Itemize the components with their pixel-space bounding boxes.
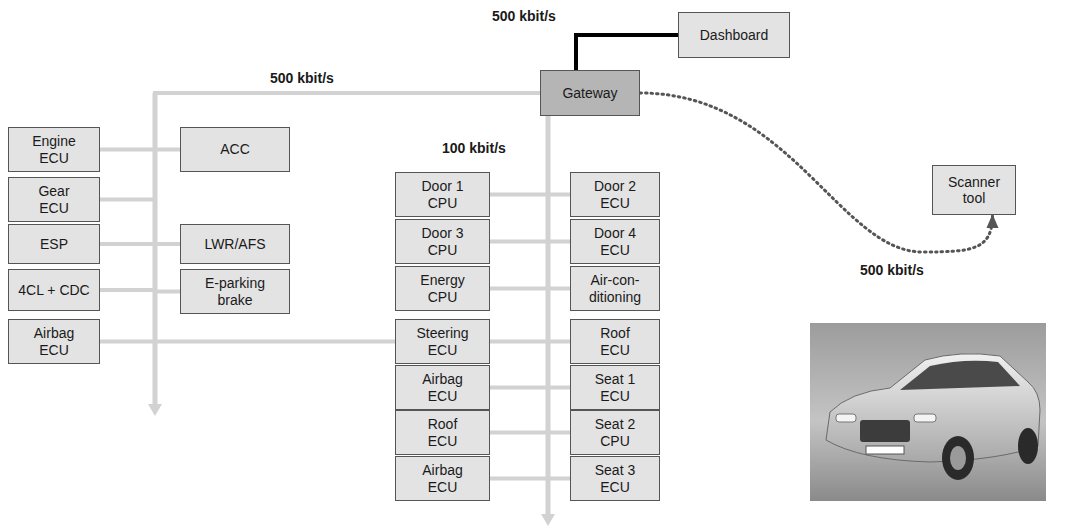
car-headlight	[836, 414, 856, 422]
node-text: Roof ECU	[413, 416, 473, 448]
node-text: ACC	[220, 141, 250, 157]
ecu-box: Roof ECU	[570, 319, 660, 364]
bus-link	[490, 116, 548, 242]
node-text: Seat 2 CPU	[585, 416, 645, 448]
link-speed-label: 500 kbit/s	[858, 262, 926, 278]
bus-speed-label: 500 kbit/s	[268, 70, 336, 86]
node-text: Airbag ECU	[413, 462, 473, 494]
ecu-box: Door 2 ECU	[570, 172, 660, 217]
node-text: Gateway	[562, 85, 617, 101]
node-text: Gear ECU	[24, 183, 84, 215]
bus-link	[548, 116, 570, 195]
node-text: Steering ECU	[413, 325, 473, 357]
ecu-box: Door 3 CPU	[395, 219, 490, 264]
bus-link	[490, 116, 548, 479]
gateway-box: Gateway	[540, 70, 640, 116]
car-windshield	[900, 361, 1020, 390]
car-rim	[950, 446, 966, 470]
bus-speed-label: 100 kbit/s	[440, 140, 508, 156]
node-text: Roof ECU	[585, 325, 645, 357]
bus-link	[548, 116, 570, 342]
bus-link	[490, 116, 548, 388]
ecu-box: LWR/AFS	[180, 224, 290, 264]
node-text: Dashboard	[700, 27, 769, 43]
ecu-box: Seat 2 CPU	[570, 410, 660, 455]
ecu-box: 4CL + CDC	[8, 269, 100, 311]
ecu-box: Door 1 CPU	[395, 172, 490, 217]
bus-link	[548, 116, 570, 433]
node-text: LWR/AFS	[204, 236, 265, 252]
link-speed-label: 500 kbit/s	[490, 8, 558, 24]
bus-link	[490, 116, 548, 433]
node-text: Airbag ECU	[413, 371, 473, 403]
bus-arrowhead	[541, 514, 555, 526]
bus-link	[155, 93, 540, 292]
node-text: Door 3 CPU	[413, 225, 473, 257]
car-body	[826, 354, 1040, 462]
node-text: Seat 1 ECU	[585, 371, 645, 403]
node-text: Scanner tool	[944, 174, 1004, 206]
scanner-tool-box: Scanner tool	[932, 165, 1016, 215]
car-wheel	[942, 436, 974, 480]
dashboard-link	[576, 35, 678, 70]
ecu-box: E-parking brake	[180, 269, 290, 314]
car-grille	[860, 420, 910, 442]
ecu-box: Steering ECU	[395, 319, 490, 364]
node-text: Energy CPU	[413, 272, 473, 304]
ecu-box: Air-con- ditioning	[570, 266, 660, 311]
photo-background	[810, 323, 1046, 501]
node-text: Air-con- ditioning	[585, 272, 645, 304]
ecu-box: Airbag ECU	[8, 319, 100, 364]
node-text: Door 4 ECU	[585, 225, 645, 257]
ecu-box: Airbag ECU	[395, 456, 490, 501]
node-text: 4CL + CDC	[18, 282, 89, 298]
node-text: ESP	[40, 236, 68, 252]
ecu-box: Door 4 ECU	[570, 219, 660, 264]
dashboard-box: Dashboard	[678, 12, 790, 58]
car-headlight	[914, 414, 936, 422]
bus-link	[100, 340, 395, 344]
bus-link	[548, 116, 570, 479]
ecu-box: Airbag ECU	[395, 365, 490, 410]
bus-link	[100, 93, 540, 290]
node-text: E-parking brake	[198, 275, 272, 307]
ecu-box: Engine ECU	[8, 127, 100, 172]
ecu-box: ACC	[180, 127, 290, 172]
ecu-box: Seat 1 ECU	[570, 365, 660, 410]
car-wheel	[1018, 428, 1038, 464]
ecu-box: Gear ECU	[8, 177, 100, 222]
node-text: Door 1 CPU	[413, 178, 473, 210]
bus-arrowhead	[148, 404, 162, 416]
ecu-box: ESP	[8, 224, 100, 264]
ecu-box: Seat 3 ECU	[570, 456, 660, 501]
bus-link	[548, 116, 570, 289]
license-plate	[866, 446, 904, 454]
node-text: Seat 3 ECU	[585, 462, 645, 494]
node-text: Airbag ECU	[24, 325, 84, 357]
node-text: Engine ECU	[24, 133, 84, 165]
node-text: Door 2 ECU	[585, 178, 645, 210]
ecu-box: Energy CPU	[395, 266, 490, 311]
bus-link	[548, 116, 570, 242]
ecu-box: Roof ECU	[395, 410, 490, 455]
bus-link	[548, 116, 570, 388]
